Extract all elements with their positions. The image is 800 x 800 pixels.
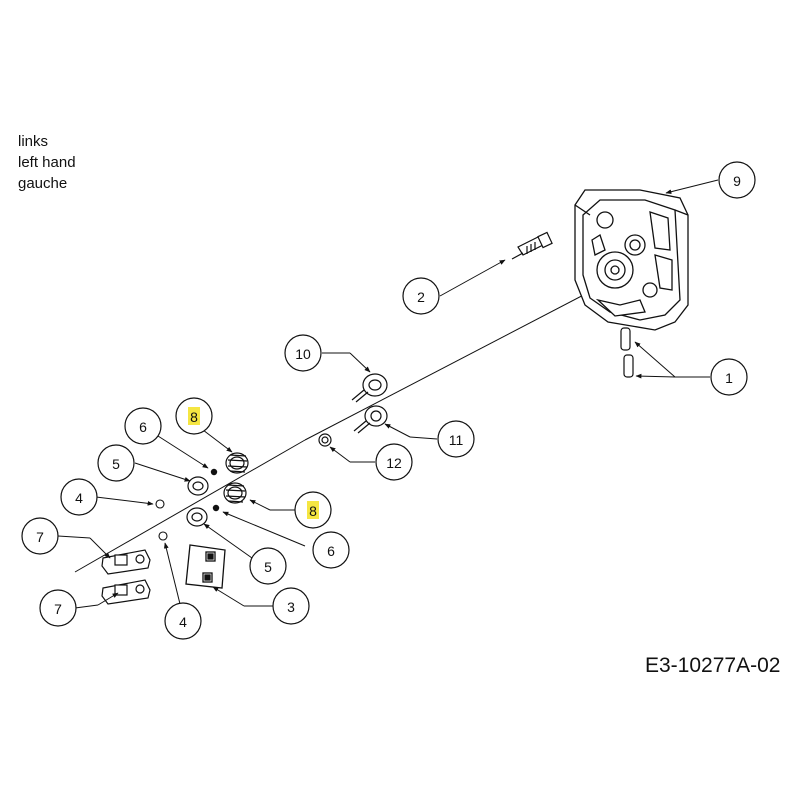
callout-5a: 5 [97, 444, 135, 482]
callout-8a: 8 [175, 397, 213, 435]
callout-3: 3 [272, 587, 310, 625]
callout-circle [97, 444, 135, 482]
callout-highlight [307, 501, 319, 519]
callout-label: 1 [725, 370, 733, 386]
valve-keeper-parts [210, 468, 220, 512]
callout-label: 10 [295, 346, 311, 362]
valve-part-10 [351, 373, 388, 403]
spark-plug-part [511, 231, 553, 260]
callout-11: 11 [437, 420, 475, 458]
callout-label: 7 [54, 601, 62, 617]
callout-4b: 4 [164, 602, 202, 640]
callout-circle [437, 420, 475, 458]
spring-retainer-lower-part [186, 507, 208, 527]
valve-spring-lower-part [223, 482, 247, 504]
callout-label: 6 [327, 543, 335, 559]
callout-circle [21, 517, 59, 555]
callout-label: 4 [75, 490, 83, 506]
guide-plate-part [185, 544, 226, 589]
callout-4a: 4 [60, 478, 98, 516]
callout-circle [710, 358, 748, 396]
dowel-pins-part [620, 327, 634, 378]
callout-label: 5 [264, 559, 272, 575]
valve-seal-part [318, 433, 332, 447]
callout-label: 8 [190, 409, 198, 425]
callout-8b: 8 [294, 491, 332, 529]
orientation-label: links left hand gauche [18, 131, 76, 194]
callout-7b: 7 [39, 589, 77, 627]
callout-circle [60, 478, 98, 516]
callout-label: 3 [287, 599, 295, 615]
callout-circle [249, 547, 287, 585]
assembly-axis-lines [74, 275, 621, 573]
rocker-arm-lower-part [101, 579, 151, 605]
callout-5b: 5 [249, 547, 287, 585]
callout-12: 12 [375, 443, 413, 481]
valve-spring-upper-part [225, 452, 249, 474]
callout-label: 8 [309, 503, 317, 519]
orientation-label-fr: gauche [18, 175, 68, 192]
callout-6b: 6 [312, 531, 350, 569]
callout-2: 2 [402, 277, 440, 315]
orientation-label-de: links [18, 133, 49, 150]
callout-6a: 6 [124, 407, 162, 445]
callout-label: 2 [417, 289, 425, 305]
callout-circle [375, 443, 413, 481]
callout-group: 9 2 1 10 11 12 8 8 6 6 5 5 4 4 7 7 3 [21, 161, 756, 640]
callout-label: 12 [386, 455, 402, 471]
callout-label: 7 [36, 529, 44, 545]
leader-lines [57, 179, 719, 609]
callout-10: 10 [284, 334, 322, 372]
callout-1: 1 [710, 358, 748, 396]
rocker-arm-upper-part [101, 549, 151, 575]
orientation-label-en: left hand [18, 154, 76, 171]
callout-circle [312, 531, 350, 569]
spring-retainer-upper-part [187, 476, 209, 496]
callout-circle [124, 407, 162, 445]
callout-circle [272, 587, 310, 625]
cylinder-head-part [574, 189, 689, 331]
callout-label: 11 [449, 432, 464, 448]
callout-circle [39, 589, 77, 627]
callout-label: 9 [733, 173, 741, 189]
callout-7a: 7 [21, 517, 59, 555]
callout-circle [718, 161, 756, 199]
valve-part-11 [353, 405, 388, 434]
drawing-id: E3-10277A-02 [645, 654, 781, 677]
callout-label: 4 [179, 614, 187, 630]
callout-highlight [188, 407, 200, 425]
valve-cap-parts [155, 499, 168, 541]
callout-circle [164, 602, 202, 640]
callout-circle [402, 277, 440, 315]
callout-label: 6 [139, 419, 147, 435]
callout-label: 5 [112, 456, 120, 472]
callout-circle [284, 334, 322, 372]
callout-9: 9 [718, 161, 756, 199]
